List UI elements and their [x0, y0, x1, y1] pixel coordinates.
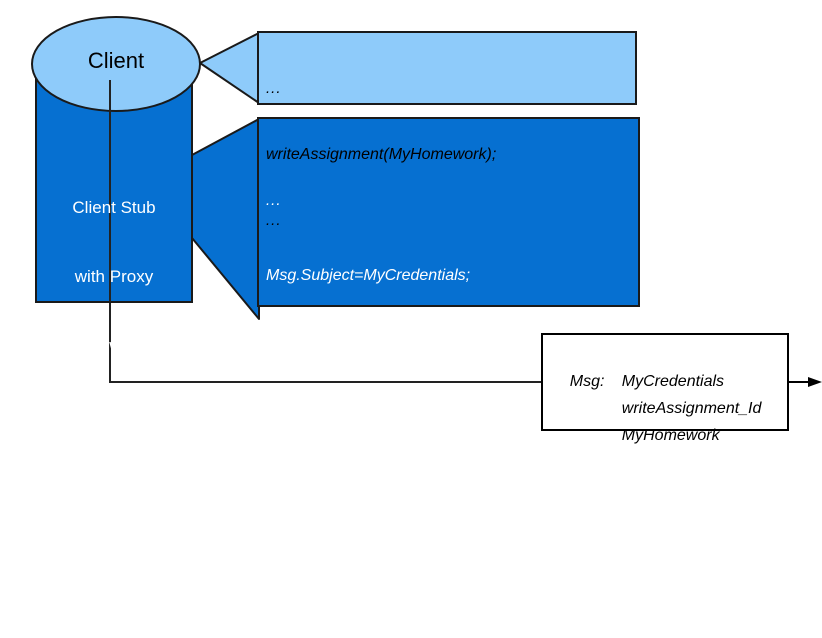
diagram-root: Client Client Stub with Proxy (here with… [31, 16, 822, 444]
dark-callout-line-1: ... [266, 192, 282, 209]
dark-callout-line-6: ... [266, 567, 282, 584]
msg-box[interactable] [541, 333, 789, 431]
dark-callout-line-4: Msg.Params= MyHomework; [266, 417, 472, 434]
diagram-shapes [31, 16, 822, 431]
client-stub-label-line-3: (here without [64, 336, 164, 355]
dark-callout-line-5: send(Server, Msg); [266, 492, 402, 509]
dark-callout-line-2: Msg.Subject=MyCredentials; [266, 267, 471, 284]
client-stub-label-line-1: Client Stub [72, 198, 156, 217]
msg-box-value-3: MyHomework [621, 427, 720, 444]
light-callout-code-block: ... writeAssignment(MyHomework); ... [266, 34, 628, 276]
light-callout-line-2: writeAssignment(MyHomework); [266, 146, 497, 163]
light-callout-line-3: ... [266, 212, 282, 229]
msg-box-value-2: writeAssignment_Id [621, 400, 762, 417]
dark-callout-line-3: Msg.Method_Id=writeAssignment_Id; [266, 342, 530, 359]
client-ellipse[interactable] [31, 16, 201, 112]
client-stub-label-line-2: with Proxy [74, 267, 154, 286]
client-stub-label-line-4: PEP and PDP) [57, 405, 171, 424]
msg-box-key: Msg: [569, 373, 605, 390]
outgoing-arrow-head-icon [808, 377, 822, 387]
dark-callout-tail [191, 118, 260, 320]
msg-box-value-1: MyCredentials [621, 373, 725, 390]
light-callout-line-1: ... [266, 80, 282, 97]
light-callout-tail [199, 32, 260, 104]
dark-callout-box[interactable] [257, 117, 640, 307]
client-stub-label-block: Client Stub with Proxy (here without PEP… [36, 150, 192, 472]
light-callout-box[interactable] [257, 31, 637, 105]
client-node-label: Client [87, 48, 145, 73]
